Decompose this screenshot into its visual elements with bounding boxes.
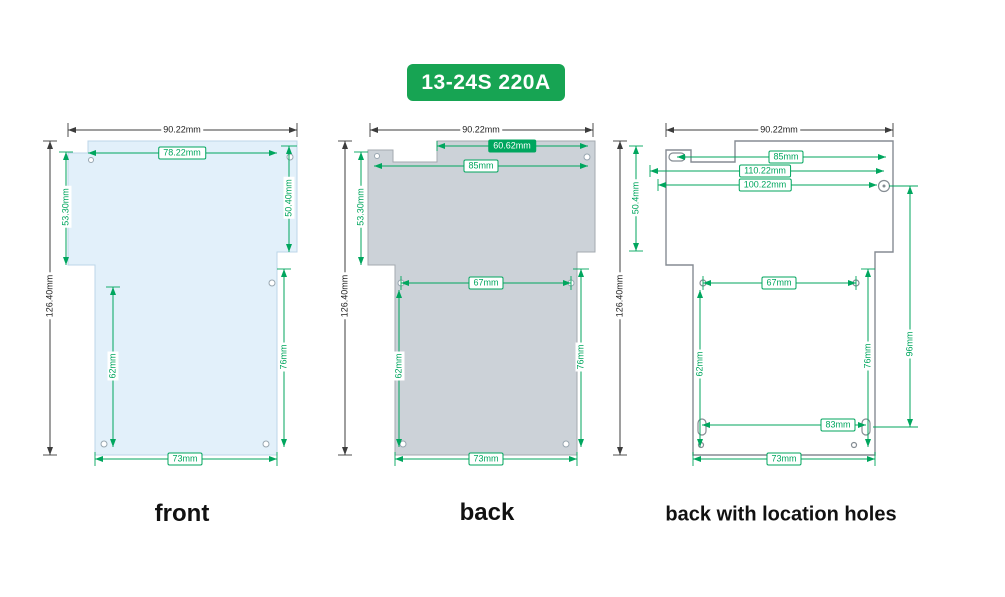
dim-label-holes-total-height: 126.40mm bbox=[614, 272, 626, 320]
dim-label-front-top-width: 90.22mm bbox=[161, 124, 203, 136]
dim-label-holes-right-hole-height: 96mm bbox=[904, 329, 916, 359]
dim-label-front-bottom-width: 73mm bbox=[167, 452, 203, 466]
dim-label-back-bottom-width: 73mm bbox=[468, 452, 504, 466]
caption-back: back bbox=[459, 499, 515, 526]
mounting-hole bbox=[268, 279, 276, 287]
dim-label-holes-100: 100.22mm bbox=[738, 178, 792, 192]
mounting-hole bbox=[374, 153, 380, 159]
dim-label-back-left-inner-height: 62mm bbox=[393, 351, 405, 381]
dim-label-holes-110: 110.22mm bbox=[739, 164, 791, 178]
dim-label-holes-right-inner-height: 76mm bbox=[862, 341, 874, 371]
dim-label-back-right-inner-height: 76mm bbox=[575, 342, 587, 372]
model-badge: 13-24S 220A bbox=[407, 64, 565, 101]
dim-label-holes-left-inner-height: 62mm bbox=[694, 349, 706, 379]
mounting-hole bbox=[88, 157, 94, 163]
dim-label-holes-bottom-width: 73mm bbox=[766, 452, 802, 466]
dim-label-front-total-height: 126.40mm bbox=[44, 272, 56, 320]
back-board-shape bbox=[367, 140, 596, 456]
dim-label-front-right-inner-height: 76mm bbox=[278, 342, 290, 372]
mounting-hole bbox=[850, 441, 858, 449]
front-board-shape bbox=[67, 140, 298, 456]
mounting-hole bbox=[697, 441, 705, 449]
dim-label-front-right-upper-height: 50.40mm bbox=[283, 177, 295, 219]
mounting-hole bbox=[399, 440, 407, 448]
location-slot-bottom-left bbox=[697, 418, 707, 436]
dim-label-holes-left-upper-height: 50.4mm bbox=[630, 179, 642, 217]
dim-label-back-total-height: 126.40mm bbox=[339, 272, 351, 320]
front-view bbox=[43, 123, 298, 466]
mounting-hole bbox=[100, 440, 108, 448]
mounting-hole bbox=[286, 153, 294, 161]
mounting-hole bbox=[262, 440, 270, 448]
dim-label-back-mid-width: 67mm bbox=[468, 276, 504, 290]
caption-back-holes: back with location holes bbox=[665, 503, 897, 526]
back-view bbox=[338, 123, 596, 466]
dim-label-holes-83: 83mm bbox=[820, 418, 856, 432]
caption-front: front bbox=[154, 500, 210, 527]
dim-label-front-inner-top-width: 78.22mm bbox=[158, 146, 206, 160]
dim-label-back-top-width: 90.22mm bbox=[460, 124, 502, 136]
location-slot-bottom-right bbox=[861, 418, 871, 436]
dim-label-front-left-upper-height: 53.30mm bbox=[60, 186, 72, 228]
dim-label-back-left-upper-height: 53.30mm bbox=[355, 186, 367, 228]
dim-label-back-inner-top-width: 85mm bbox=[463, 159, 499, 173]
back-holes-board-outline bbox=[665, 140, 894, 456]
dim-label-back-notch-width: 60.62mm bbox=[488, 139, 536, 153]
mounting-hole bbox=[583, 153, 591, 161]
mounting-hole bbox=[562, 440, 570, 448]
dim-label-holes-85: 85mm bbox=[768, 150, 804, 164]
dim-label-holes-mid-width: 67mm bbox=[761, 276, 797, 290]
location-hole-top-right-center bbox=[882, 184, 886, 188]
dim-label-holes-top-width: 90.22mm bbox=[758, 124, 800, 136]
dim-label-front-left-inner-height: 62mm bbox=[107, 351, 119, 381]
